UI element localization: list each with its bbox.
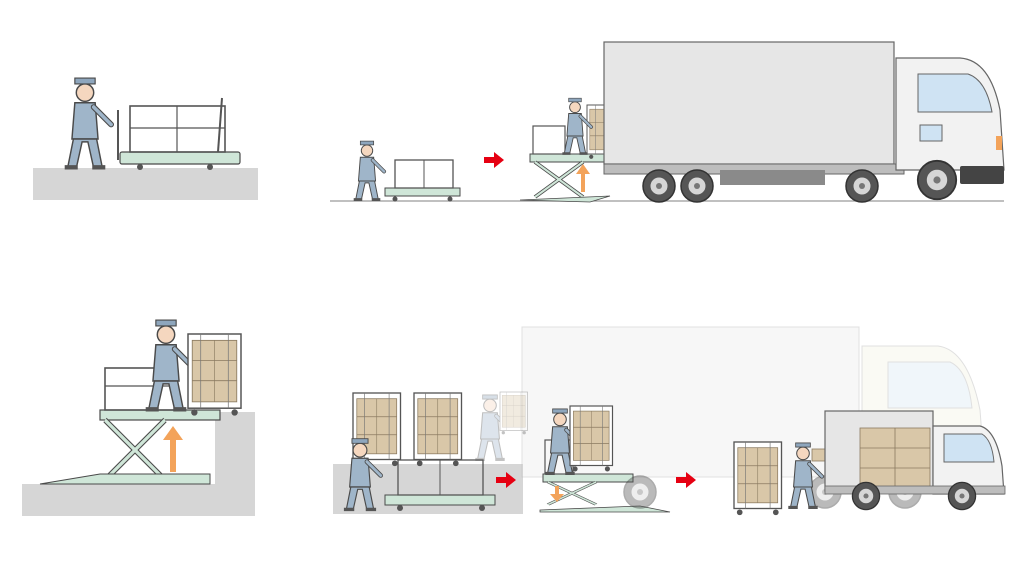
worker-figure	[65, 78, 111, 169]
cargo-cage	[413, 392, 463, 467]
down-arrow-icon	[550, 486, 564, 502]
faded-worker-with-cage	[475, 391, 528, 461]
up-arrow-icon	[163, 426, 183, 472]
scene-worker-pushing-cart	[33, 78, 258, 200]
ground-platform	[33, 168, 258, 200]
lift-table-cart	[117, 97, 241, 170]
loading-dock	[215, 412, 255, 484]
large-truck	[603, 41, 1005, 203]
scene-lift-raised-at-dock	[22, 320, 255, 516]
worker-figure	[146, 320, 192, 411]
right-arrow-icon	[484, 152, 504, 168]
lift-table-cart	[384, 459, 496, 511]
scene-loading-truck-with-lift	[330, 41, 1005, 203]
cargo-cage	[733, 441, 783, 516]
cargo-cage	[569, 405, 614, 473]
small-lift-cart	[384, 159, 461, 202]
ground-platform	[22, 484, 255, 516]
raised-lift-table	[39, 367, 221, 485]
scene-unloading-to-small-truck	[333, 326, 1006, 516]
small-truck	[824, 410, 1006, 511]
up-arrow-icon	[576, 164, 590, 192]
cargo-cage	[187, 333, 242, 417]
raised-lift-table	[519, 125, 621, 203]
worker-figure	[351, 139, 387, 203]
